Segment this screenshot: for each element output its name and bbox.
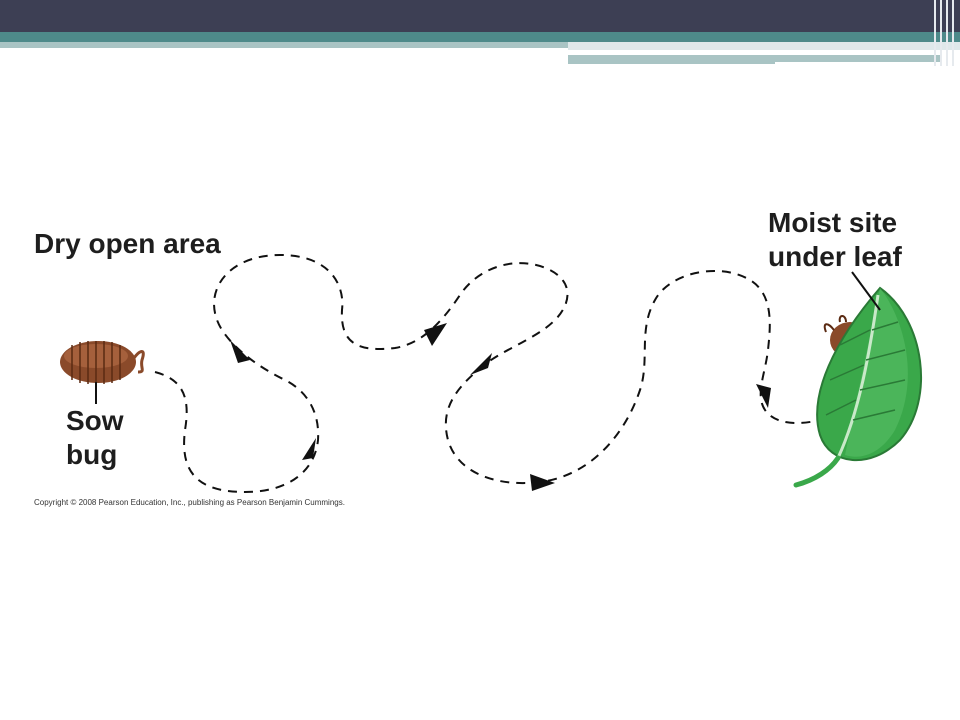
moist-site-label: Moist site under leaf xyxy=(768,207,902,272)
moist-site-pointer xyxy=(851,271,881,311)
header-right-band-lower xyxy=(568,55,940,64)
sow-bug-label: Sow bug xyxy=(66,405,124,470)
leaf-icon xyxy=(793,286,922,488)
header-right-line xyxy=(568,50,888,52)
sow-bug-icon xyxy=(60,341,145,404)
header-light-band xyxy=(0,42,568,48)
dry-open-area-label: Dry open area xyxy=(34,228,221,259)
direction-arrow-icon xyxy=(470,353,492,375)
header-right-line-lower xyxy=(775,62,940,65)
direction-arrow-icon xyxy=(302,438,316,460)
copyright-text: Copyright © 2008 Pearson Education, Inc.… xyxy=(34,498,345,507)
header-teal-band xyxy=(0,32,960,42)
header-right-band xyxy=(568,42,960,50)
direction-arrow-icon xyxy=(424,323,447,346)
title-bar xyxy=(0,0,960,32)
direction-arrow-icon xyxy=(756,384,771,408)
header-corner-stripes xyxy=(930,0,960,66)
direction-arrow-icon xyxy=(230,340,250,363)
movement-path xyxy=(154,253,821,494)
direction-arrow-icon xyxy=(530,474,555,491)
